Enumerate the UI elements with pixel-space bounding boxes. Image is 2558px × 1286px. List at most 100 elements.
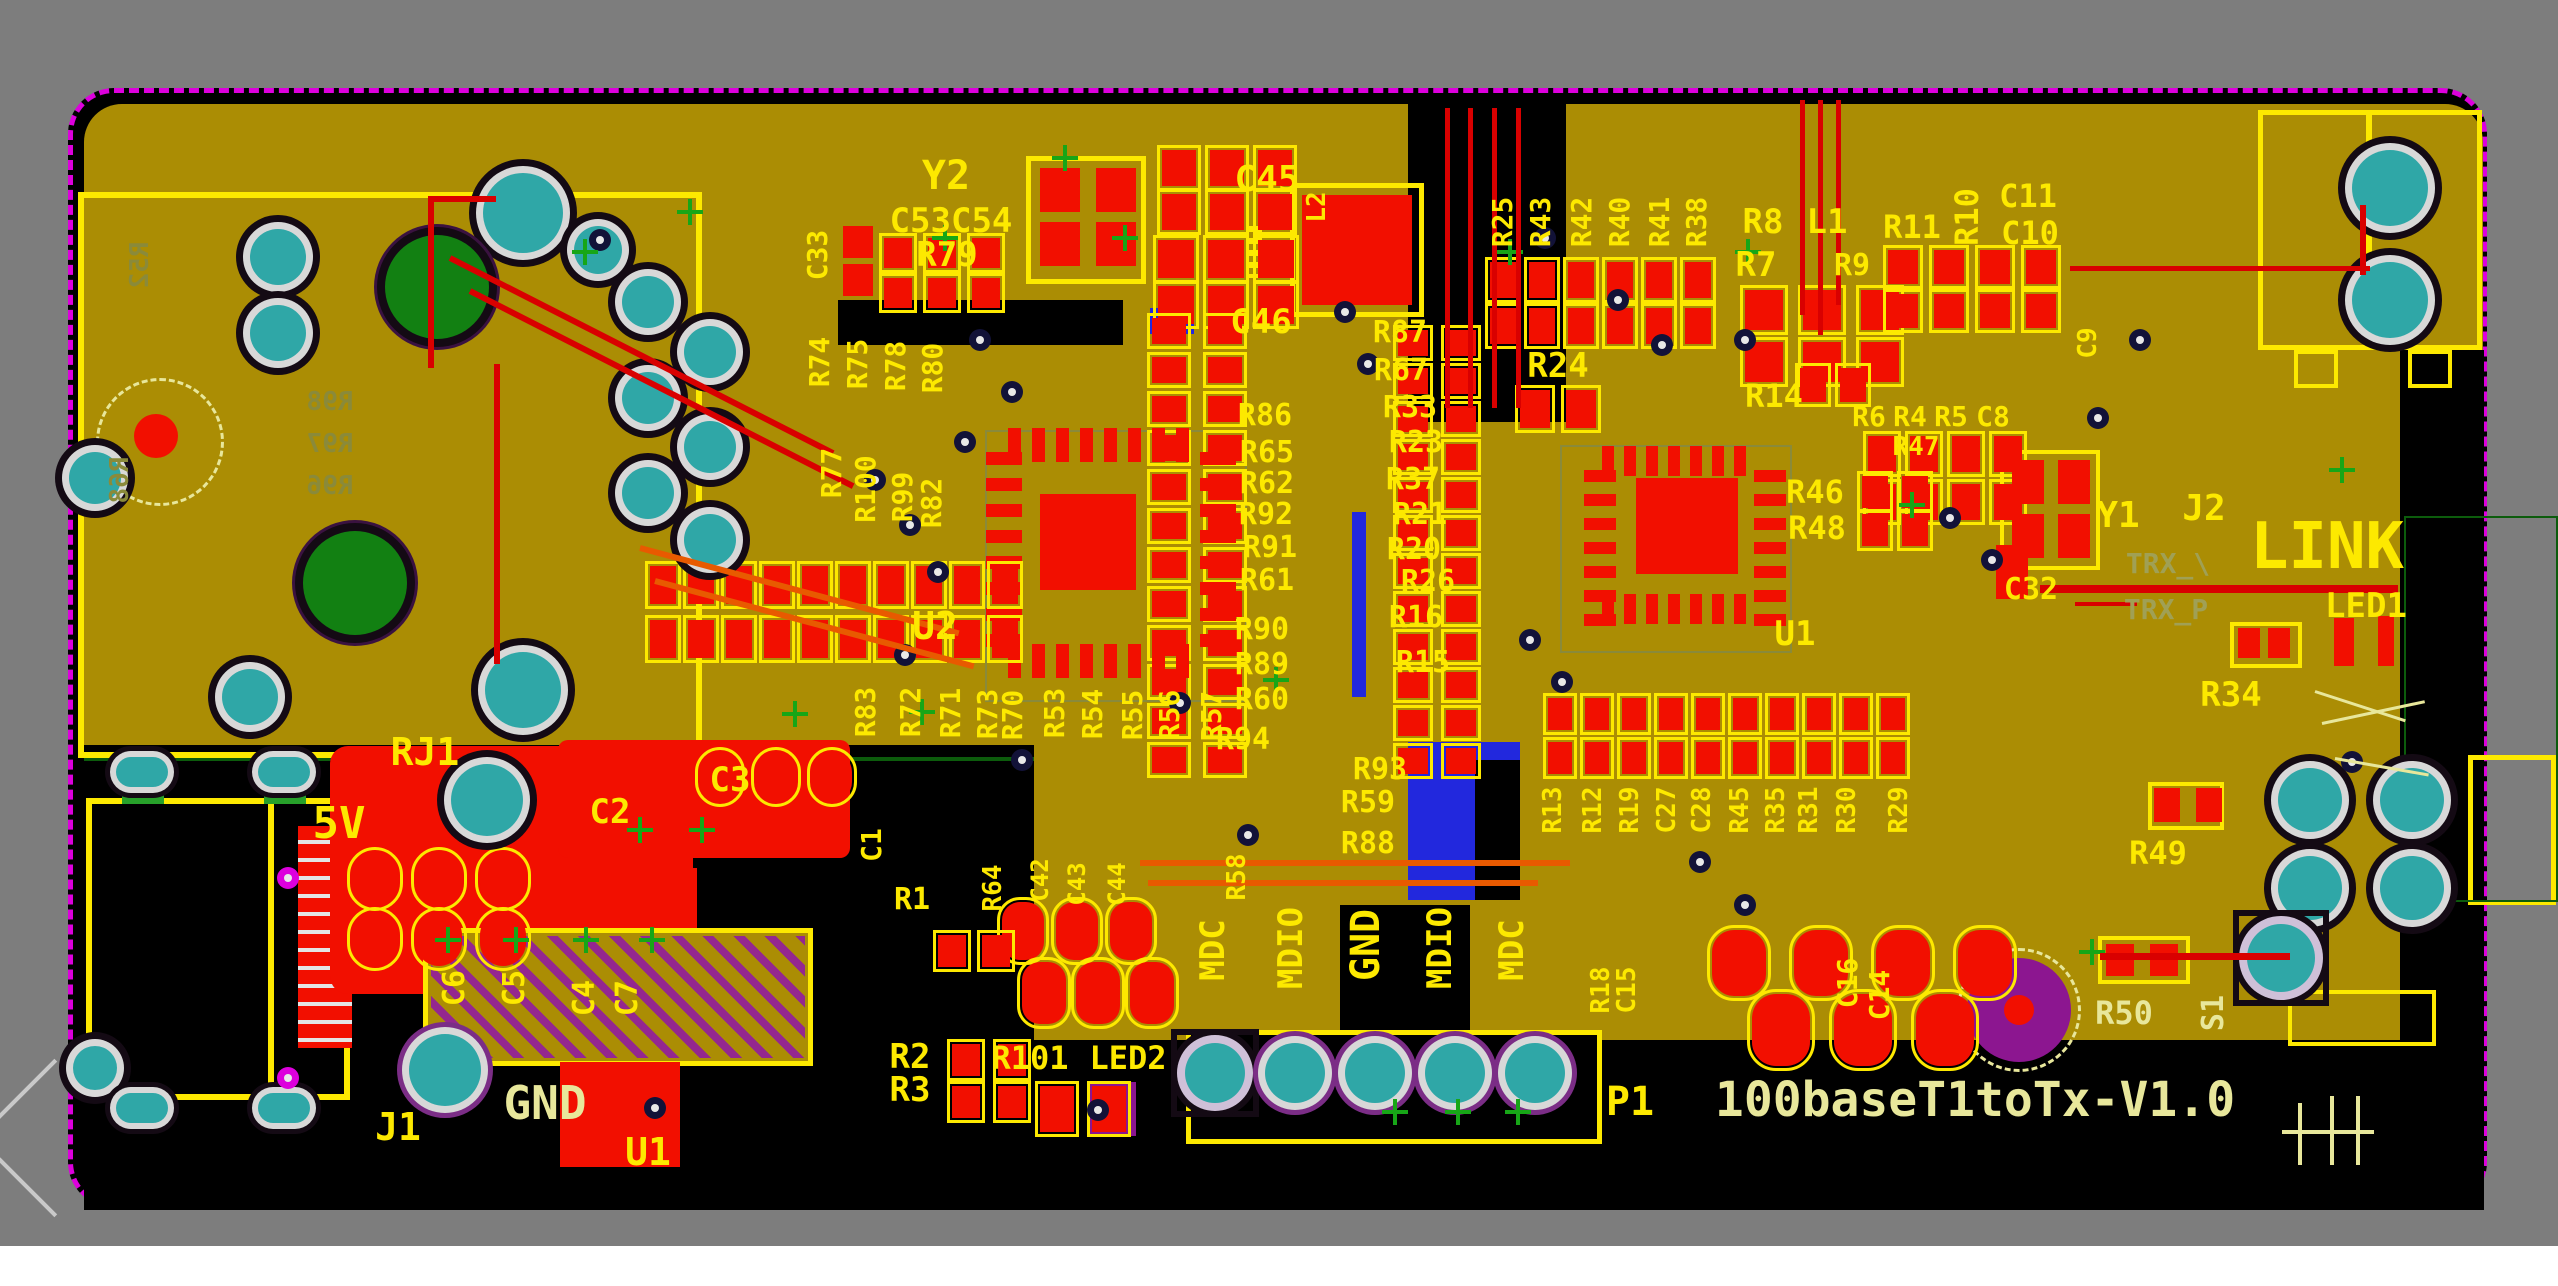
small-via	[644, 1097, 666, 1119]
designator-R100: R100	[849, 455, 882, 523]
designator-R49: R49	[2129, 834, 2187, 872]
smd-pad	[1910, 436, 1938, 472]
crosshair-marker	[677, 199, 703, 225]
smd-pad	[1446, 634, 1476, 660]
pad-outline	[1975, 245, 2015, 289]
via	[684, 514, 736, 566]
designator-LED1: LED1	[2325, 586, 2407, 626]
pad-outline	[873, 561, 909, 609]
smd-pad	[1258, 240, 1294, 278]
smd-pad	[1952, 436, 1980, 472]
pad-outline	[1947, 431, 1985, 477]
smd-pad	[938, 935, 966, 967]
pad-outline	[1929, 289, 1969, 333]
via	[1185, 1043, 1245, 1103]
pad-outline	[1203, 352, 1247, 388]
smd-pad	[1934, 250, 1964, 284]
u2-center-pad	[1040, 494, 1136, 590]
crosshair-marker	[1263, 667, 1289, 693]
designator-R35: R35	[1761, 786, 1791, 834]
designator-C5: C5	[497, 969, 532, 1007]
pad-outline	[475, 907, 531, 971]
small-via	[1734, 894, 1756, 916]
designator-R16: R16	[1388, 600, 1444, 635]
smd-pad	[2238, 628, 2260, 658]
designator-R80: R80	[916, 342, 949, 394]
smd-pad	[1040, 1086, 1074, 1132]
designator-MDC: MDC	[1492, 919, 1532, 981]
designator-R77: R77	[815, 447, 848, 499]
black-patch-1	[1475, 760, 1520, 900]
designator-R83: R83	[849, 686, 882, 738]
smd-pad	[1152, 396, 1186, 422]
designator-TRX_P: TRX_P	[2123, 593, 2209, 626]
designator-R92: R92	[1238, 497, 1294, 532]
smd-pad	[1200, 608, 1236, 621]
designator-R4: R4	[1893, 400, 1927, 433]
r50-bracket	[2098, 936, 2190, 984]
designator-R87: R87	[1372, 315, 1428, 350]
designator-R64: R64	[978, 864, 1008, 912]
smd-pad	[1754, 470, 1786, 482]
pad-outline	[1563, 257, 1599, 303]
smd-pad	[352, 912, 398, 966]
designator-C32: C32	[2003, 572, 2059, 607]
pad-outline	[923, 233, 961, 273]
pad-outline	[1524, 257, 1560, 303]
pad-outline	[751, 747, 801, 807]
smd-pad	[1624, 446, 1636, 476]
trace	[1492, 108, 1497, 408]
small-via	[1607, 289, 1629, 311]
smd-pad	[998, 1086, 1026, 1118]
pad-outline	[1617, 693, 1651, 735]
smd-pad	[982, 935, 1010, 967]
smd-pad	[1398, 672, 1428, 698]
smd-pad	[1208, 357, 1242, 383]
small-via	[277, 867, 299, 889]
smd-pad	[1040, 222, 1080, 266]
pad-outline	[1680, 303, 1716, 349]
pad-outline	[1839, 737, 1873, 779]
smd-pad	[1754, 590, 1786, 602]
designator-R56: R56	[1153, 689, 1186, 741]
smd-pad	[1056, 902, 1098, 960]
smd-pad	[928, 278, 956, 308]
designator-R10: R10	[1948, 188, 1986, 246]
smd-pad	[1980, 294, 2010, 328]
small-via	[954, 431, 976, 453]
pad-outline	[947, 1039, 985, 1081]
smd-pad	[1622, 742, 1646, 774]
smd-pad	[972, 238, 1000, 268]
pad-outline	[1441, 667, 1481, 703]
designator-R46: R46	[1786, 473, 1844, 511]
smd-pad	[2012, 514, 2044, 558]
smd-pad	[1130, 962, 1174, 1024]
smd-pad	[1446, 520, 1476, 546]
designator-R19: R19	[1615, 786, 1645, 834]
designator-C11: C11	[1999, 177, 2057, 215]
smd-pad	[1208, 286, 1244, 324]
via	[1505, 1043, 1565, 1103]
designator-J1: J1	[375, 1105, 421, 1149]
designator-R89: R89	[1234, 647, 1290, 682]
designator-R99: R99	[886, 471, 919, 523]
smd-pad	[1770, 742, 1794, 774]
designator-R29: R29	[1884, 786, 1914, 834]
fiducial-dashed-circle	[96, 378, 224, 506]
smd-pad	[1080, 644, 1093, 678]
smd-pad	[1690, 446, 1702, 476]
smd-pad	[986, 530, 1022, 543]
mount-hole-center	[2004, 995, 2034, 1025]
designator-R30: R30	[1832, 786, 1862, 834]
pad-outline	[807, 747, 857, 807]
smd-pad	[1624, 594, 1636, 624]
designator-R65: R65	[1239, 435, 1295, 470]
pad-outline	[1829, 989, 1897, 1071]
trace	[1818, 100, 1823, 335]
trace	[494, 364, 500, 664]
j1-green-pad-1	[122, 786, 164, 804]
designator-R52: R52	[125, 241, 155, 289]
pad-outline	[1441, 363, 1481, 399]
smd-pad	[1200, 634, 1236, 647]
designator-J2: J2	[2182, 488, 2226, 529]
